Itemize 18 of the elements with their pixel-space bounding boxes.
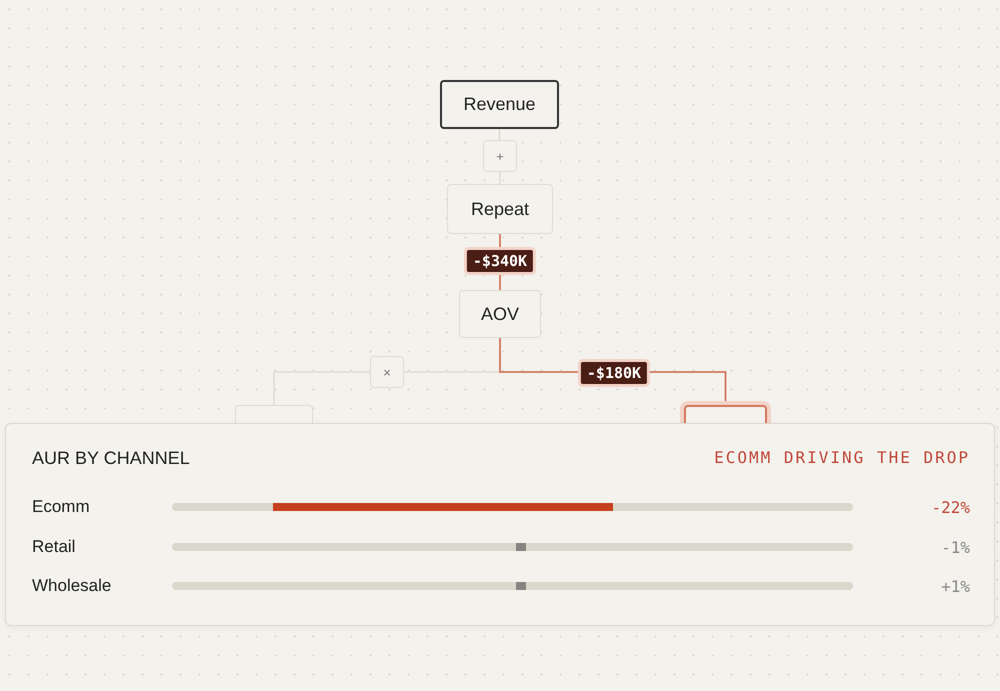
operator-box: × bbox=[370, 356, 404, 388]
connector-line bbox=[273, 371, 370, 405]
card-note: ECOMM DRIVING THE DROP bbox=[714, 448, 970, 467]
row-label: Ecomm bbox=[32, 497, 90, 517]
metric-box: AOV bbox=[459, 290, 541, 338]
value-label: +1% bbox=[941, 577, 970, 596]
metric-box: Revenue bbox=[440, 80, 559, 129]
value-label: -22% bbox=[931, 498, 970, 517]
row-label: Retail bbox=[32, 537, 76, 557]
edge-label: -$180K bbox=[580, 362, 648, 384]
row-label: Wholesale bbox=[32, 576, 112, 596]
metric-box: Repeat bbox=[447, 184, 553, 234]
card-title: AUR BY CHANNEL bbox=[32, 448, 190, 469]
edge-label: -$340K bbox=[466, 250, 534, 272]
value-label: -1% bbox=[941, 538, 970, 557]
empty-box bbox=[235, 405, 313, 423]
operator-box: + bbox=[483, 140, 517, 172]
chart-card bbox=[5, 423, 995, 626]
